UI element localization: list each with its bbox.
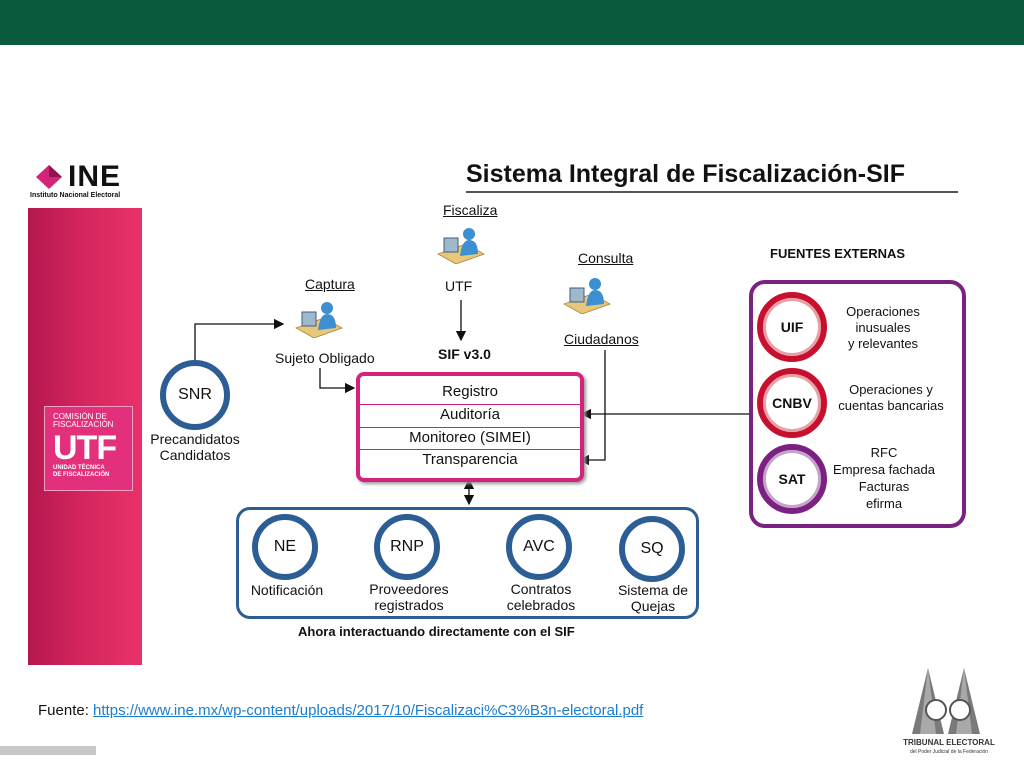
source-link[interactable]: https://www.ine.mx/wp-content/uploads/20… xyxy=(93,702,644,719)
rnp-circle: RNP xyxy=(374,514,440,580)
ine-logo-subtitle: Instituto Nacional Electoral xyxy=(30,192,121,199)
sat-line1: RFC xyxy=(870,445,898,460)
computer-user-icon xyxy=(295,302,343,338)
avc-acronym: AVC xyxy=(523,538,555,555)
cnbv-circle: CNBV xyxy=(757,368,827,438)
sat-circle: SAT xyxy=(757,444,827,514)
title-underline xyxy=(466,191,958,193)
uif-acronym: UIF xyxy=(780,319,804,335)
rnp-line1: Proveedores xyxy=(369,581,449,597)
tribunal-line1: TRIBUNAL ELECTORAL xyxy=(903,738,995,747)
sif-modules-box: Registro Auditoría Monitoreo (SIMEI) Tra… xyxy=(356,372,584,482)
uif-line3: y relevantes xyxy=(847,336,919,351)
cnbv-caption: Operaciones y cuentas bancarias xyxy=(830,382,952,414)
snr-line2: Candidatos xyxy=(159,447,231,463)
consulta-label: Consulta xyxy=(578,250,634,266)
bottom-caption: Ahora interactuando directamente con el … xyxy=(298,624,575,639)
ne-acronym: NE xyxy=(273,538,297,555)
sq-circle: SQ xyxy=(619,516,685,582)
utf-logo-acronym: UTF xyxy=(53,429,117,467)
sq-line2: Quejas xyxy=(630,598,676,614)
avc-line1: Contratos xyxy=(510,581,572,597)
top-header-bar xyxy=(0,0,1024,45)
sq-acronym: SQ xyxy=(640,540,664,557)
sat-caption: RFC Empresa fachada Facturas efirma xyxy=(826,444,942,512)
sq-line1: Sistema de xyxy=(617,582,689,598)
sujeto-to-sif-arrow xyxy=(319,368,356,394)
utf-logo-line1: COMISIÓN DE xyxy=(53,412,107,421)
uif-caption: Operaciones inusuales y relevantes xyxy=(828,304,938,352)
fuentes-externas-title: FUENTES EXTERNAS xyxy=(770,246,906,261)
sujeto-obligado-label: Sujeto Obligado xyxy=(275,350,375,366)
rnp-caption: Proveedores registrados xyxy=(362,581,456,613)
utf-logo: COMISIÓN DE FISCALIZACIÓN UTF UNIDAD TÉC… xyxy=(44,406,133,491)
snr-acronym: SNR xyxy=(178,386,212,403)
sat-line3: Facturas xyxy=(858,479,910,494)
sat-acronym: SAT xyxy=(778,471,806,487)
computer-user-icon xyxy=(563,278,611,314)
ciudadanos-to-sif-arrow xyxy=(578,350,606,466)
sq-caption: Sistema de Quejas xyxy=(606,582,700,614)
captura-label: Captura xyxy=(305,276,355,292)
ne-line1: Notificación xyxy=(250,582,324,598)
tribunal-line2: del Poder Judicial de la Federación xyxy=(909,749,989,755)
fiscaliza-utf-label: UTF xyxy=(445,278,473,294)
avc-line2: celebrados xyxy=(506,597,576,613)
utf-logo-line4: DE FISCALIZACIÓN xyxy=(53,472,110,478)
rnp-line2: registrados xyxy=(374,597,444,613)
diagram-title: Sistema Integral de Fiscalización-SIF xyxy=(466,160,906,188)
footer-gray-bar xyxy=(0,746,96,755)
sif-row-divider xyxy=(360,449,580,450)
ciudadanos-label: Ciudadanos xyxy=(564,331,639,347)
snr-line1: Precandidatos xyxy=(150,431,240,447)
sif-row-divider xyxy=(360,427,580,428)
snr-circle: SNR xyxy=(160,360,230,430)
ne-circle: NE xyxy=(252,514,318,580)
uif-circle: UIF xyxy=(757,292,827,362)
uif-line1: Operaciones xyxy=(846,304,920,319)
avc-circle: AVC xyxy=(506,514,572,580)
sif-row-registro: Registro xyxy=(442,383,498,400)
utf-logo-line2: FISCALIZACIÓN xyxy=(53,420,114,429)
sat-line2: Empresa fachada xyxy=(833,462,935,477)
utf-logo-line3: UNIDAD TÉCNICA xyxy=(53,465,105,471)
avc-caption: Contratos celebrados xyxy=(494,581,588,613)
sif-version-label: SIF v3.0 xyxy=(438,346,491,362)
cnbv-line2: cuentas bancarias xyxy=(838,398,944,413)
ne-caption: Notificación xyxy=(240,582,334,598)
snr-to-captura-arrow xyxy=(194,318,285,360)
ine-logo-text: INE xyxy=(68,160,122,193)
source-note: Fuente: https://www.ine.mx/wp-content/up… xyxy=(38,702,643,719)
sif-row-transparencia: Transparencia xyxy=(422,451,518,468)
computer-user-icon xyxy=(437,228,485,264)
sat-line4: efirma xyxy=(865,496,903,511)
cnbv-line1: Operaciones y xyxy=(849,382,933,397)
source-label: Fuente: xyxy=(38,702,94,719)
fiscaliza-label: Fiscaliza xyxy=(443,202,498,218)
ine-logo: INE Instituto Nacional Electoral xyxy=(30,160,145,204)
sif-row-auditoria: Auditoría xyxy=(439,406,501,423)
sif-row-divider xyxy=(360,404,580,405)
sif-row-monitoreo: Monitoreo (SIMEI) xyxy=(409,429,531,446)
tribunal-emblem-icon xyxy=(912,668,980,734)
uif-line2: inusuales xyxy=(855,320,911,335)
tribunal-electoral-logo: TRIBUNAL ELECTORAL del Poder Judicial de… xyxy=(894,662,1004,762)
cnbv-acronym: CNBV xyxy=(772,395,812,411)
snr-caption: Precandidatos Candidatos xyxy=(150,431,240,463)
ine-diamond-icon xyxy=(36,165,62,189)
rnp-acronym: RNP xyxy=(390,538,424,555)
